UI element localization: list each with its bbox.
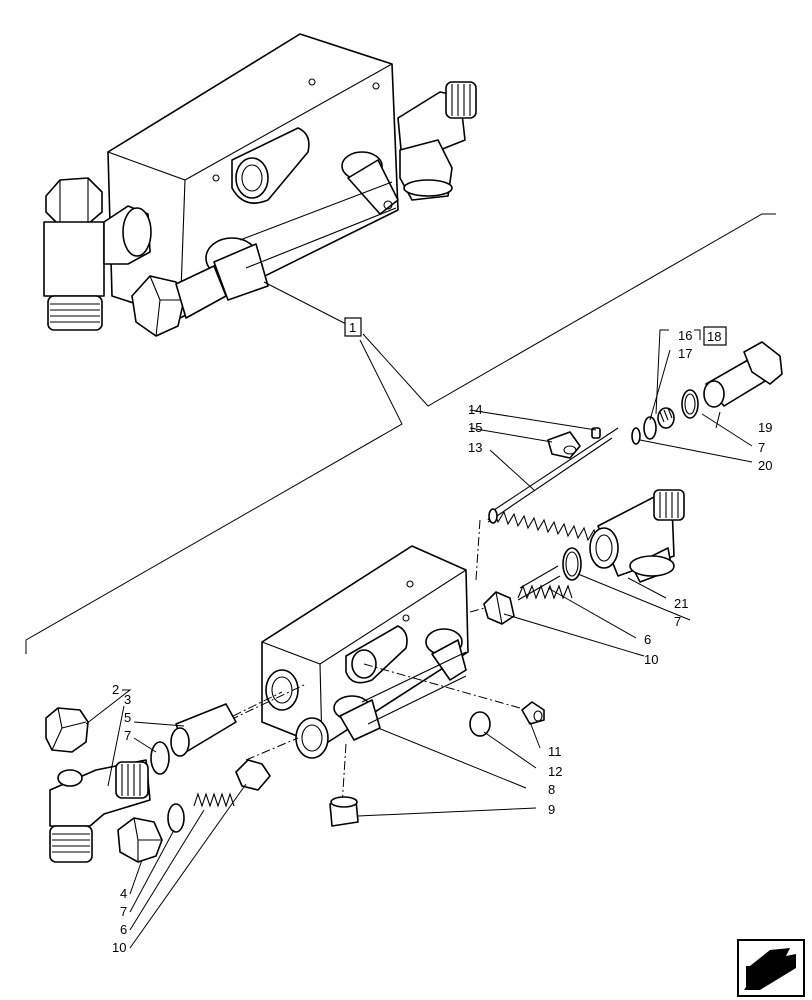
callout-12: 12 — [548, 764, 562, 779]
left-tee-fitting-3 — [49, 759, 151, 863]
plug-4 — [117, 817, 163, 863]
right-seal-stack — [631, 341, 783, 445]
spring-6-right — [517, 565, 573, 601]
callout-14: 14 — [468, 402, 482, 417]
callout-15: 15 — [468, 420, 482, 435]
next-page-arrow-icon[interactable] — [737, 939, 805, 997]
callout-1-group: 1 — [25, 213, 776, 654]
callout-7b: 7 — [120, 904, 127, 919]
pin-14 — [591, 427, 601, 439]
plug-11 — [521, 701, 545, 725]
callout-21: 21 — [674, 596, 688, 611]
callout-5: 5 — [124, 710, 131, 725]
callout-2: 2 — [112, 682, 119, 697]
sleeve-5 — [170, 703, 237, 757]
callout-7d: 7 — [758, 440, 765, 455]
cone-10-right — [483, 591, 515, 625]
cap-9 — [329, 796, 359, 827]
callout-4: 4 — [120, 886, 127, 901]
callout-18: 18 — [707, 329, 721, 344]
callout-10a: 10 — [112, 940, 126, 955]
callout-6b: 6 — [644, 632, 651, 647]
spring-6-left — [193, 792, 235, 808]
exploded-valve-block — [261, 545, 469, 759]
callout-7c: 7 — [674, 614, 681, 629]
callout-16: 16 — [678, 328, 692, 343]
assembled-valve-block — [43, 33, 477, 337]
callout-18-box — [703, 326, 727, 346]
nut-2 — [45, 707, 89, 753]
oring-7-left-top — [150, 741, 170, 775]
callout-1: 1 — [349, 320, 356, 335]
callout-10b: 10 — [644, 652, 658, 667]
callout-20: 20 — [758, 458, 772, 473]
right-tee-fitting-21 — [589, 489, 685, 583]
cone-10-left — [235, 759, 271, 791]
plug-15 — [547, 431, 581, 459]
oring-7-left-bottom — [167, 803, 185, 833]
callout-19: 19 — [758, 420, 772, 435]
oring-12 — [469, 711, 491, 737]
callout-11: 11 — [548, 744, 562, 759]
callout-1-box — [344, 317, 362, 337]
callout-labels: 14 15 13 16 17 18 19 7 20 21 7 6 10 11 1… — [112, 326, 772, 955]
callout-leaders — [85, 329, 753, 949]
callout-8: 8 — [548, 782, 555, 797]
callout-3: 3 — [124, 692, 131, 707]
callout-7a: 7 — [124, 728, 131, 743]
callout-17: 17 — [678, 346, 692, 361]
callout-13: 13 — [468, 440, 482, 455]
callout-6a: 6 — [120, 922, 127, 937]
oring-7-right — [562, 547, 582, 581]
callout-9: 9 — [548, 802, 555, 817]
